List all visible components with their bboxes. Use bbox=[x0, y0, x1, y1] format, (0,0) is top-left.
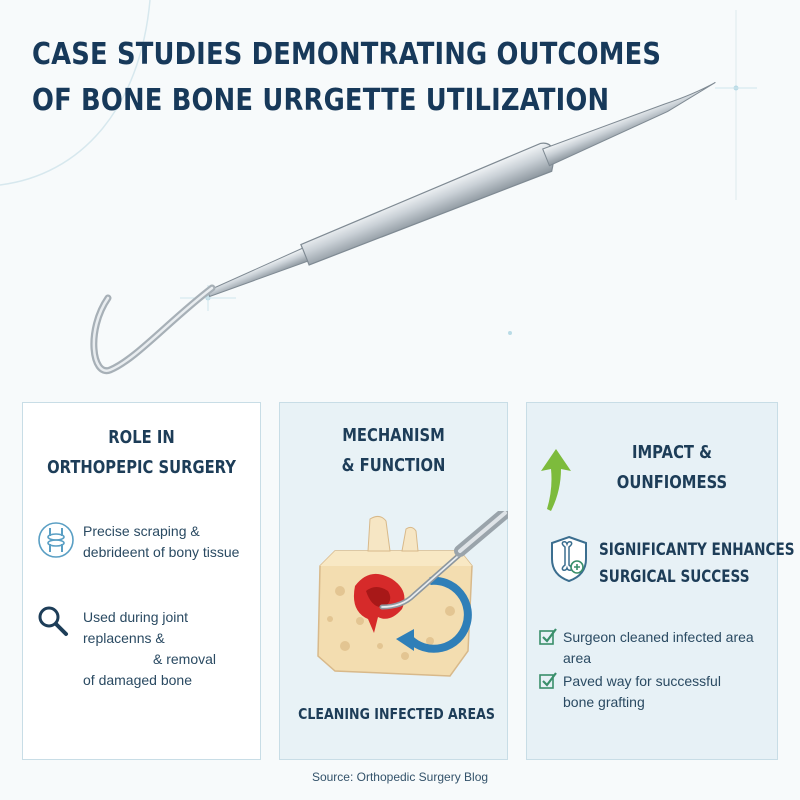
impact-panel: IMPACT & OUNFIOMESS SIGNIFICANTY ENHANCE… bbox=[526, 402, 795, 760]
role-item-2-line-3: & removal bbox=[153, 651, 217, 667]
magnifier-icon bbox=[38, 606, 68, 636]
mechanism-caption: CLEANING INFECTED AREAS bbox=[298, 705, 495, 723]
impact-check-1-text: Surgeon cleaned infected area area bbox=[563, 627, 754, 669]
mechanism-heading: MECHANISM & FUNCTION bbox=[300, 421, 486, 481]
mechanism-panel: MECHANISM & FUNCTION CLEANING INFECTED A… bbox=[279, 402, 508, 760]
impact-check-2-line-2: bone grafting bbox=[563, 694, 645, 710]
impact-check-2-text: Paved way for successful bone grafting bbox=[563, 671, 721, 713]
mechanism-heading-line-1: MECHANISM bbox=[342, 425, 445, 446]
role-heading: ROLE IN ORTHOPEPIC SURGERY bbox=[44, 423, 238, 483]
role-item-2-continued: of damaged bone bbox=[83, 670, 192, 691]
up-arrow-icon bbox=[541, 449, 571, 511]
joint-icon bbox=[38, 522, 74, 558]
checkbox-icon bbox=[539, 628, 557, 645]
bone-scraping-illustration bbox=[317, 511, 508, 677]
checkbox-icon bbox=[539, 672, 557, 689]
impact-heading-line-2: OUNFIOMESS bbox=[616, 472, 728, 493]
role-item-2-line-4: of damaged bone bbox=[83, 672, 192, 688]
impact-check-1-line-2: area bbox=[563, 650, 592, 666]
role-heading-line-1: ROLE IN bbox=[108, 427, 175, 448]
title-line-2: OF BONE BONE URRGETTE UTILIZATION bbox=[32, 83, 610, 118]
bone-shield-icon bbox=[551, 535, 587, 583]
impact-summary-line-1: SIGNIFICANTY ENHANCES bbox=[599, 540, 795, 560]
impact-check-1-line-1: Surgeon cleaned infected area bbox=[563, 629, 754, 645]
role-heading-line-2: ORTHOPEPIC SURGERY bbox=[47, 457, 236, 478]
impact-heading-line-1: IMPACT & bbox=[631, 442, 712, 463]
role-item-1: Precise scraping & debrideent of bony ti… bbox=[83, 521, 239, 563]
role-panel: ROLE IN ORTHOPEPIC SURGERY Precise scrap… bbox=[22, 402, 261, 760]
impact-summary-line-2: SURGICAL SUCCESS bbox=[599, 567, 750, 587]
impact-heading: IMPACT & OUNFIOMESS bbox=[570, 438, 775, 498]
mechanism-heading-line-2: & FUNCTION bbox=[341, 455, 446, 476]
role-item-2: Used during joint replacenns & & removal bbox=[83, 607, 216, 670]
role-item-1-line-2: debrideent of bony tissue bbox=[83, 544, 240, 560]
role-item-1-line-1: Precise scraping & bbox=[83, 523, 200, 539]
role-item-2-line-2: replacenns & bbox=[83, 630, 165, 646]
bone-curette-illustration bbox=[90, 82, 716, 375]
role-item-2-line-1: Used during joint bbox=[83, 609, 189, 625]
impact-check-2-line-1: Paved way for successful bbox=[563, 673, 721, 689]
source-citation: Source: Orthopedic Surgery Blog bbox=[311, 770, 489, 784]
impact-summary: SIGNIFICANTY ENHANCES SURGICAL SUCCESS bbox=[599, 537, 795, 591]
